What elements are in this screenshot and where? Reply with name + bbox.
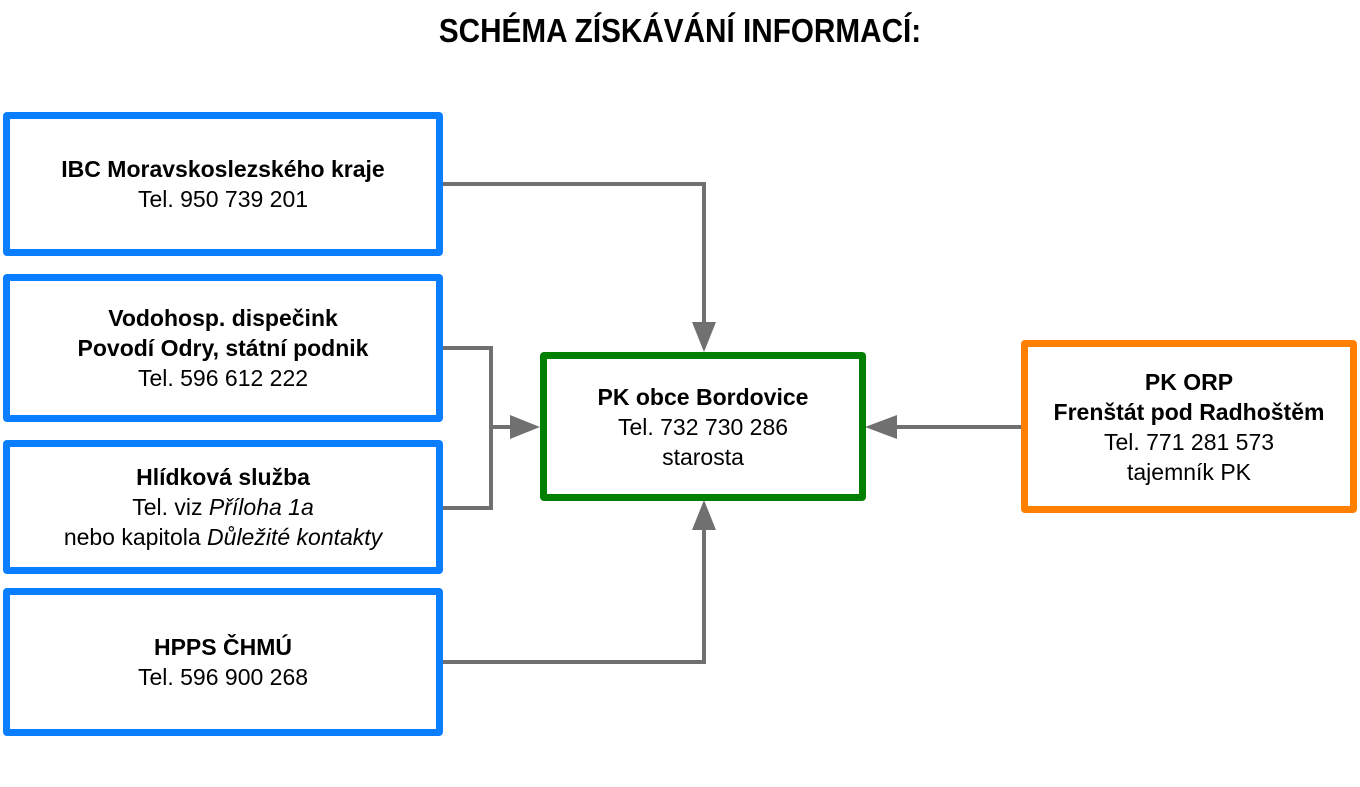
source-name-line1: Vodohosp. dispečink <box>108 305 338 331</box>
orp-box-frenstat: PK ORP Frenštát pod Radhoštěm Tel. 771 2… <box>1021 340 1357 513</box>
target-box-bordovice: PK obce Bordovice Tel. 732 730 286 staro… <box>540 352 866 501</box>
source-box-vodohosp: Vodohosp. dispečink Povodí Odry, státní … <box>3 274 443 422</box>
source-name: Hlídková služba <box>136 464 310 490</box>
source-tel: Tel. 950 739 201 <box>137 186 309 212</box>
arrowhead-top <box>692 322 716 352</box>
target-name: PK obce Bordovice <box>597 383 809 410</box>
tel-prefix: Tel. viz <box>132 494 209 520</box>
target-role: starosta <box>662 443 744 470</box>
source-alt-line: nebo kapitola Důležité kontakty <box>64 522 382 552</box>
target-tel: Tel. 732 730 286 <box>617 413 789 440</box>
orp-name-line2: Frenštát pod Radhoštěm <box>1053 398 1325 425</box>
source-name: HPPS ČHMÚ <box>153 634 292 660</box>
alt-prefix: nebo kapitola <box>63 524 208 550</box>
orp-tel: Tel. 771 281 573 <box>1103 428 1275 455</box>
source-box-ibc: IBC Moravskoslezského kraje Tel. 950 739… <box>3 112 443 256</box>
source-box-hpps: HPPS ČHMÚ Tel. 596 900 268 <box>3 588 443 736</box>
tel-reference: Příloha 1a <box>208 494 314 520</box>
arrowhead-right <box>865 415 897 439</box>
source-box-hlidkova: Hlídková služba Tel. viz Příloha 1a nebo… <box>3 440 443 574</box>
source-name-line2: Povodí Odry, státní podnik <box>77 335 369 361</box>
source-tel: Tel. 596 612 222 <box>137 365 309 391</box>
source-tel-line: Tel. viz Příloha 1a <box>132 492 314 522</box>
source-tel: Tel. 596 900 268 <box>137 664 309 690</box>
connector-ibc <box>442 182 706 325</box>
orp-name-line1: PK ORP <box>1144 368 1234 395</box>
connector-hpps <box>442 530 706 664</box>
alt-reference: Důležité kontakty <box>207 524 383 550</box>
source-name: IBC Moravskoslezského kraje <box>61 156 385 182</box>
arrowhead-bottom <box>692 500 716 530</box>
orp-role: tajemník PK <box>1127 458 1251 485</box>
arrowhead-left <box>510 415 540 439</box>
diagram-title: SCHÉMA ZÍSKÁVÁNÍ INFORMACÍ: <box>438 12 922 49</box>
connector-vodohosp <box>442 346 493 510</box>
